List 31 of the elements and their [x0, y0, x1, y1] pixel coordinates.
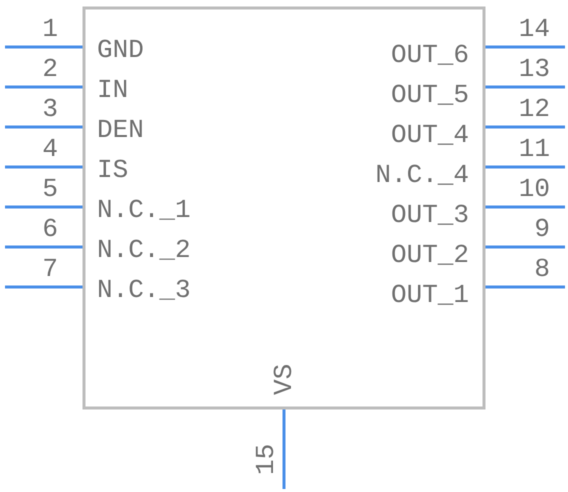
pin-name: IS [97, 156, 128, 184]
pin-name: N.C._2 [97, 236, 191, 264]
pin-name: N.C._4 [375, 161, 469, 189]
pin-name: OUT_5 [390, 81, 469, 109]
pin-number: 2 [42, 55, 58, 83]
pin-name: OUT_6 [390, 41, 469, 69]
pin-number: 15 [252, 444, 280, 475]
pin-name: N.C._3 [97, 276, 191, 304]
pin-name: VS [270, 364, 298, 395]
pin-number: 8 [534, 255, 550, 283]
pin-name: N.C._1 [97, 196, 191, 224]
pin-name: GND [97, 36, 144, 64]
pin-number: 9 [534, 215, 550, 243]
pin-number: 12 [518, 95, 550, 123]
pin-name: OUT_2 [390, 241, 469, 269]
pin-number: 5 [42, 175, 58, 203]
pin-number: 14 [518, 15, 550, 43]
ic-body-box [82, 6, 486, 410]
pin-name: IN [97, 76, 128, 104]
pin-number: 11 [518, 135, 550, 163]
pin-number: 4 [42, 135, 58, 163]
pin-name: DEN [97, 116, 144, 144]
pin-name: OUT_1 [390, 281, 469, 309]
pin-name: OUT_4 [390, 121, 469, 149]
pin-number: 13 [518, 55, 550, 83]
pin-number: 7 [42, 255, 58, 283]
pin-name: OUT_3 [390, 201, 469, 229]
pin-number: 1 [42, 15, 58, 43]
pin-number: 3 [42, 95, 58, 123]
pin-number: 10 [518, 175, 550, 203]
pin-number: 6 [42, 215, 58, 243]
